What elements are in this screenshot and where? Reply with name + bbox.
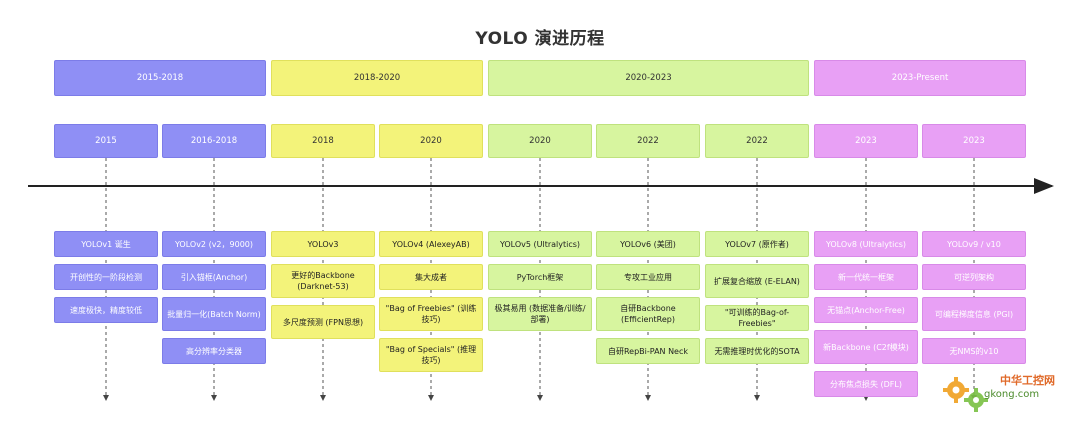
feature-card: 引入锚框(Anchor) [162,264,266,290]
version-card: YOLOv6 (美团) [596,231,700,257]
period-box: 2016-2018 [162,124,266,158]
feature-card: 自研Backbone (EfficientRep) [596,297,700,331]
version-card: YOLOv1 诞生 [54,231,158,257]
diagram-title: YOLO 演进历程 [475,29,605,49]
era-2020-2023: 2020-2023 [488,60,809,96]
period-box: 2020 [488,124,592,158]
feature-card: 扩展复合缩放 (E-ELAN) [705,264,809,298]
version-card: YOLOv2 (v2，9000) [162,231,266,257]
feature-card: "Bag of Specials" (推理技巧) [379,338,483,372]
feature-card: 速度极快，精度较低 [54,297,158,323]
feature-card: 可逆列架构 [922,264,1026,290]
version-card: YOLOv7 (原作者) [705,231,809,257]
era-2018-2020: 2018-2020 [271,60,483,96]
feature-card: 新一代统一框架 [814,264,918,290]
feature-card: 开创性的一阶段检测 [54,264,158,290]
feature-card: 高分辨率分类器 [162,338,266,364]
feature-card: 无锚点(Anchor-Free) [814,297,918,323]
watermark-text: 中华工控网 [1000,374,1055,387]
feature-card: PyTorch框架 [488,264,592,290]
feature-card: 专攻工业应用 [596,264,700,290]
feature-card: 分布焦点损失 (DFL) [814,371,918,397]
period-box: 2022 [705,124,809,158]
period-box: 2020 [379,124,483,158]
feature-card: 无NMS的v10 [922,338,1026,364]
version-card: YOLOv3 [271,231,375,257]
version-card: YOLOv8 (Ultralytics) [814,231,918,257]
feature-card: 自研RepBi-PAN Neck [596,338,700,364]
period-box: 2023 [922,124,1026,158]
period-box: 2018 [271,124,375,158]
feature-card: 极其易用 (数据准备/训练/部署) [488,297,592,331]
version-card: YOLOv5 (Ultralytics) [488,231,592,257]
feature-card: 新Backbone (C2f模块) [814,330,918,364]
feature-card: 集大成者 [379,264,483,290]
feature-card: 批量归一化(Batch Norm) [162,297,266,331]
version-card: YOLOv9 / v10 [922,231,1026,257]
period-box: 2022 [596,124,700,158]
feature-card: 无需推理时优化的SOTA [705,338,809,364]
feature-card: "可训练的Bag-of-Freebies" [705,305,809,331]
period-box: 2015 [54,124,158,158]
period-box: 2023 [814,124,918,158]
feature-card: 可编程梯度信息 (PGI) [922,297,1026,331]
version-card: YOLOv4 (AlexeyAB) [379,231,483,257]
era-2015-2018: 2015-2018 [54,60,266,96]
watermark-gear-icon [943,377,988,412]
feature-card: "Bag of Freebies" (训练技巧) [379,297,483,331]
feature-card: 更好的Backbone (Darknet-53) [271,264,375,298]
era-2023-present: 2023-Present [814,60,1026,96]
watermark-url: gkong.com [984,389,1040,400]
feature-card: 多尺度预测 (FPN思想) [271,305,375,339]
